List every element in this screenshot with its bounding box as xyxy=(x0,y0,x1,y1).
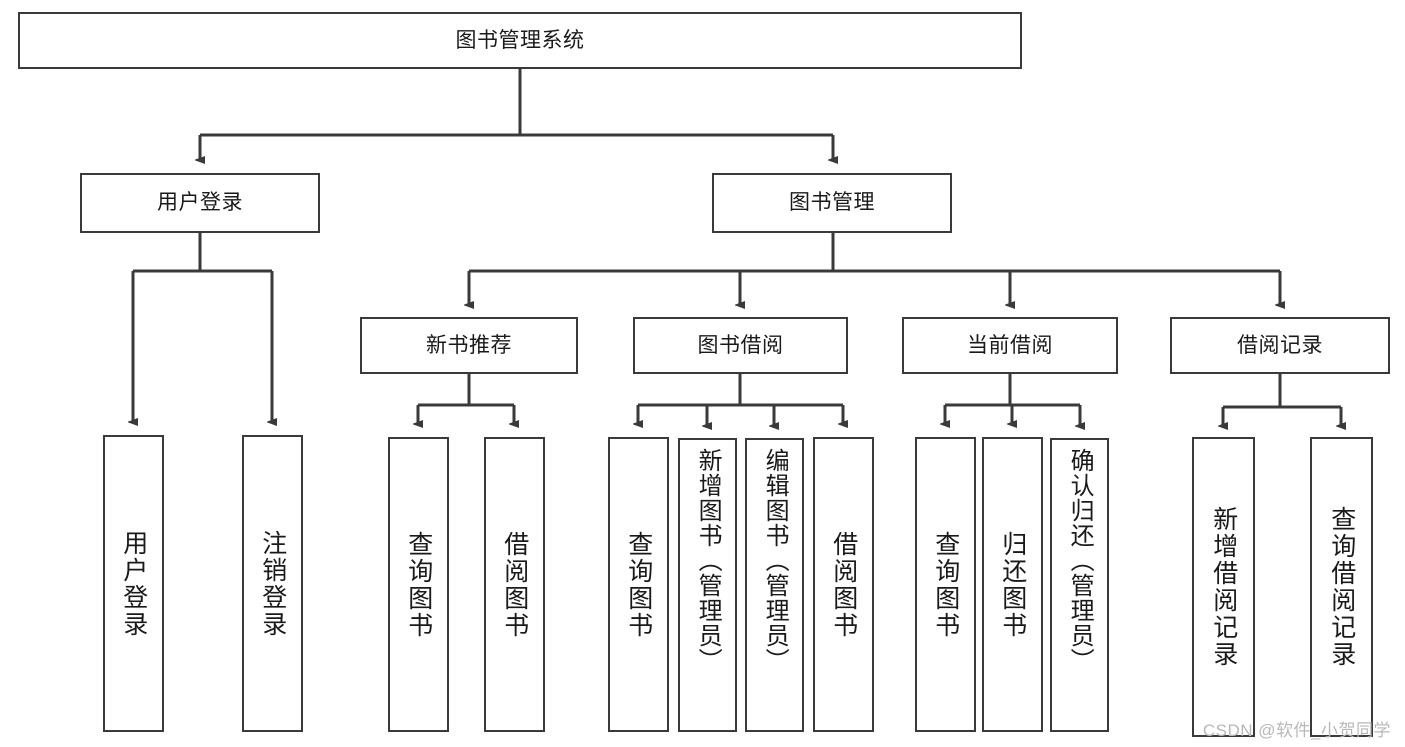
node-leaf-return-book-label: 归还图书 xyxy=(998,530,1027,639)
node-new-book-rec-label: 新书推荐 xyxy=(426,333,512,357)
node-leaf-add-record-label: 新增借阅记录 xyxy=(1209,506,1238,668)
node-book-manage[interactable]: 图书管理 xyxy=(712,173,952,233)
node-leaf-query-book-3-label: 查询图书 xyxy=(931,530,960,639)
node-leaf-logout-label: 注销登录 xyxy=(258,529,287,638)
node-user-login-label: 用户登录 xyxy=(157,191,243,215)
node-leaf-return-book[interactable]: 归还图书 xyxy=(982,437,1043,732)
node-leaf-query-book-1-label: 查询图书 xyxy=(404,530,433,639)
node-leaf-borrow-book-2-label: 借阅图书 xyxy=(829,530,858,639)
node-leaf-add-record[interactable]: 新增借阅记录 xyxy=(1192,437,1255,737)
node-leaf-query-book-2[interactable]: 查询图书 xyxy=(608,437,669,732)
node-leaf-add-book[interactable]: 新增图书（管理员） xyxy=(678,438,737,732)
node-leaf-borrow-book-1[interactable]: 借阅图书 xyxy=(484,437,545,732)
node-root[interactable]: 图书管理系统 xyxy=(18,12,1022,69)
node-leaf-query-record-label: 查询借阅记录 xyxy=(1327,506,1356,668)
node-leaf-edit-book-label: 编辑图书（管理员） xyxy=(761,448,789,673)
node-leaf-user-login[interactable]: 用户登录 xyxy=(103,435,164,732)
node-leaf-query-book-2-label: 查询图书 xyxy=(624,530,653,639)
node-leaf-borrow-book-1-label: 借阅图书 xyxy=(500,530,529,639)
node-current-borrow[interactable]: 当前借阅 xyxy=(902,317,1118,374)
node-root-label: 图书管理系统 xyxy=(455,28,585,52)
node-leaf-query-record[interactable]: 查询借阅记录 xyxy=(1310,437,1373,737)
watermark-text: CSDN @软件_小贺同学 xyxy=(1202,721,1391,740)
node-borrow-record[interactable]: 借阅记录 xyxy=(1170,317,1390,374)
node-leaf-confirm-return[interactable]: 确认归还（管理员） xyxy=(1050,438,1109,732)
node-leaf-user-login-label: 用户登录 xyxy=(119,529,148,638)
node-new-book-rec[interactable]: 新书推荐 xyxy=(360,317,578,374)
node-book-borrow[interactable]: 图书借阅 xyxy=(633,317,848,374)
node-leaf-confirm-return-label: 确认归还（管理员） xyxy=(1066,448,1094,673)
node-leaf-add-book-label: 新增图书（管理员） xyxy=(694,448,722,673)
node-leaf-edit-book[interactable]: 编辑图书（管理员） xyxy=(745,438,804,732)
node-current-borrow-label: 当前借阅 xyxy=(967,333,1053,357)
node-leaf-borrow-book-2[interactable]: 借阅图书 xyxy=(813,437,874,732)
node-leaf-query-book-3[interactable]: 查询图书 xyxy=(915,437,976,732)
node-leaf-query-book-1[interactable]: 查询图书 xyxy=(388,437,449,732)
node-borrow-record-label: 借阅记录 xyxy=(1237,333,1323,357)
node-user-login[interactable]: 用户登录 xyxy=(80,173,320,233)
node-book-borrow-label: 图书借阅 xyxy=(697,333,784,357)
node-book-manage-label: 图书管理 xyxy=(789,191,875,215)
node-leaf-logout[interactable]: 注销登录 xyxy=(242,435,303,732)
